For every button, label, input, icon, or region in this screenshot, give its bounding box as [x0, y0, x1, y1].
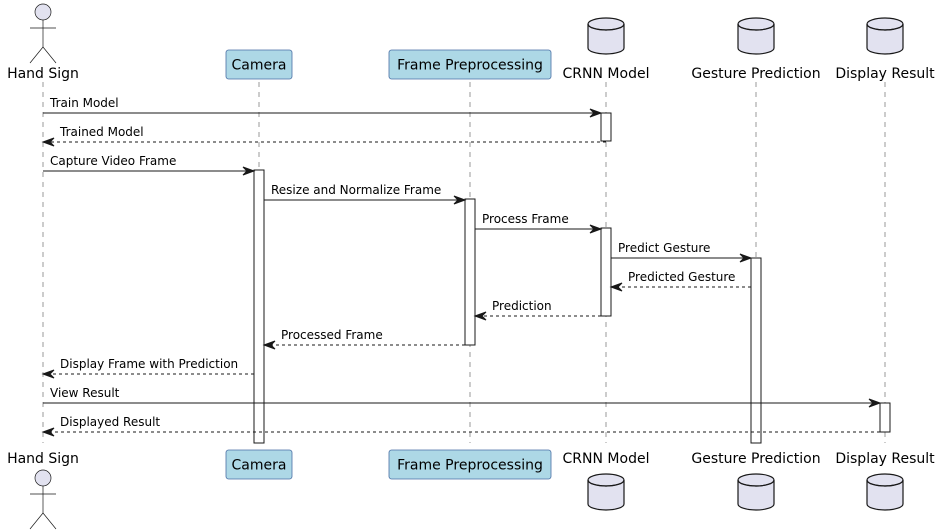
participant-box-frame_preprocessing: [388, 449, 552, 480]
message-label: Displayed Result: [60, 415, 160, 429]
message-arrow: [41, 369, 254, 379]
participant-label: CRNN Model: [563, 451, 650, 467]
message-arrow: [609, 282, 751, 292]
participant-label: Camera: [232, 458, 287, 474]
participant-label: Hand Sign: [7, 66, 79, 82]
message-label: Prediction: [492, 299, 552, 313]
arrowhead: [262, 340, 276, 350]
participant-label: Frame Preprocessing: [397, 58, 543, 74]
participant-label: CRNN Model: [563, 66, 650, 82]
database-icon-crnn_model: [587, 17, 625, 55]
message-arrow: [43, 166, 256, 176]
message-label: View Result: [50, 386, 120, 400]
arrowhead: [41, 369, 55, 379]
message-arrow: [43, 108, 603, 118]
participant-box-camera: [225, 49, 293, 80]
database-icon-gesture_prediction: [737, 17, 775, 55]
arrowhead: [589, 108, 603, 118]
message-label: Display Frame with Prediction: [60, 357, 238, 371]
message-arrow: [41, 137, 606, 147]
participant-label: Frame Preprocessing: [397, 458, 543, 474]
arrowhead: [473, 311, 487, 321]
database-icon-display_result: [866, 17, 904, 55]
message-arrow: [475, 224, 603, 234]
message-arrow: [41, 427, 880, 437]
arrowhead: [41, 137, 55, 147]
arrowhead: [41, 427, 55, 437]
participant-box-frame_preprocessing: [388, 49, 552, 80]
actor-icon: [34, 3, 52, 21]
database-icon-display_result: [866, 473, 904, 511]
message-arrow: [262, 340, 465, 350]
actor-icon: [34, 469, 52, 487]
participant-label: Hand Sign: [7, 451, 79, 467]
arrowhead: [242, 166, 256, 176]
message-arrow: [611, 253, 753, 263]
activation-bar-camera: [253, 169, 265, 444]
arrowhead: [589, 224, 603, 234]
arrowhead: [453, 195, 467, 205]
message-arrow: [473, 311, 601, 321]
message-label: Trained Model: [59, 125, 144, 139]
activation-bar-frame_preprocessing: [464, 198, 476, 346]
database-icon-gesture_prediction: [737, 473, 775, 511]
message-arrow: [264, 195, 467, 205]
arrowhead: [739, 253, 753, 263]
activation-bar-crnn_model: [600, 112, 612, 142]
participant-label: Gesture Prediction: [691, 451, 820, 467]
participant-box-camera: [225, 449, 293, 480]
message-label: Predicted Gesture: [628, 270, 735, 284]
participant-label: Gesture Prediction: [691, 66, 820, 82]
activation-bar-display_result: [879, 402, 891, 433]
activation-bar-gesture_prediction: [750, 257, 762, 444]
database-icon-crnn_model: [587, 473, 625, 511]
participant-label: Display Result: [835, 451, 935, 467]
participant-label: Display Result: [835, 66, 935, 82]
participant-label: Camera: [232, 58, 287, 74]
activation-bar-crnn_model: [600, 227, 612, 317]
message-arrow: [43, 398, 882, 408]
message-label: Process Frame: [482, 212, 569, 226]
actor-hand-sign: [29, 469, 57, 530]
actor-hand-sign: [29, 3, 57, 64]
message-label: Processed Frame: [281, 328, 383, 342]
message-label: Capture Video Frame: [50, 154, 176, 168]
message-label: Predict Gesture: [618, 241, 710, 255]
arrowhead: [868, 398, 882, 408]
message-label: Resize and Normalize Frame: [271, 183, 441, 197]
arrowhead: [609, 282, 623, 292]
message-label: Train Model: [49, 96, 119, 110]
